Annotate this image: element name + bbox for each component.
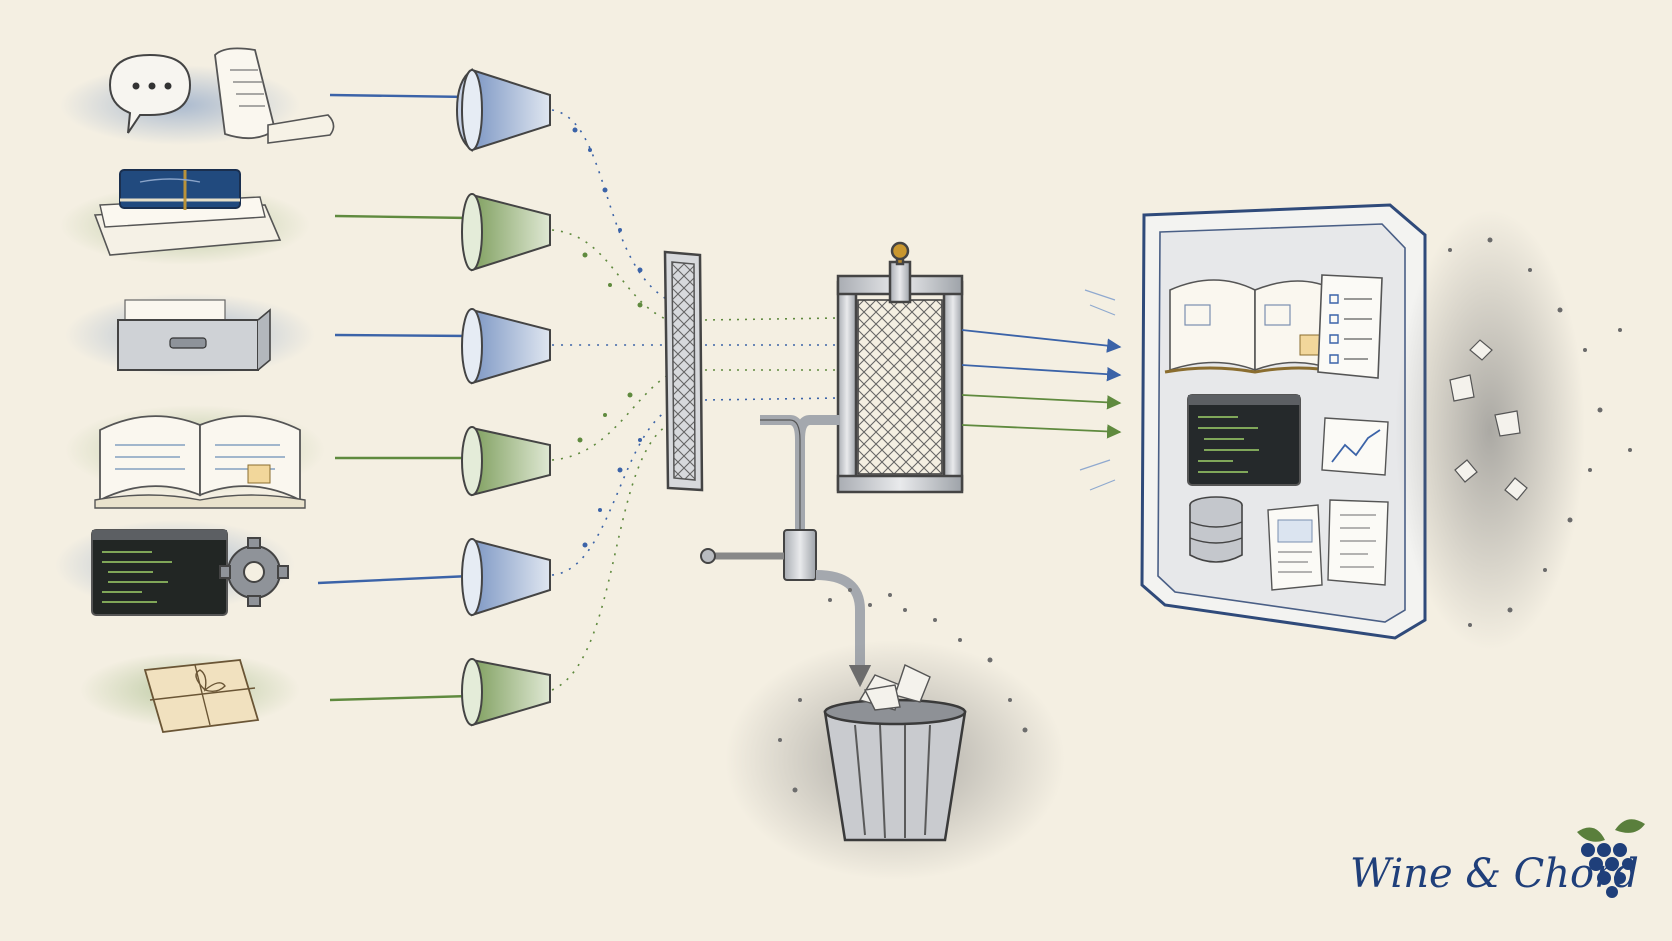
open-book-icon — [65, 405, 325, 509]
funnel-icon — [461, 193, 551, 272]
source-column — [55, 47, 335, 733]
pipe-valve-icon — [700, 415, 872, 688]
funnel-icon — [461, 658, 551, 727]
screen-to-press-lines — [704, 317, 839, 401]
press-to-board-arrows — [961, 289, 1122, 491]
knowledge-board-icon — [1140, 203, 1427, 640]
funnel-column — [455, 68, 551, 727]
particle-streams — [551, 109, 669, 691]
funnel-icon — [461, 426, 551, 497]
funnel-icon — [455, 68, 551, 152]
line-chart-icon — [1321, 417, 1389, 476]
brand-name: Wine & Chord — [1350, 851, 1639, 897]
document-icon — [1327, 499, 1389, 586]
funnel-icon — [461, 538, 551, 617]
mesh-screen-icon — [663, 250, 704, 492]
code-terminal-gear-icon — [55, 520, 295, 616]
book-stack-icon — [60, 169, 310, 265]
board-open-book-icon — [1164, 279, 1341, 374]
grape-cluster-icon — [1577, 819, 1645, 898]
intake-arrows — [317, 93, 471, 702]
brand-logo: Wine & Chord — [1350, 819, 1645, 898]
document-icon — [1267, 504, 1323, 591]
checklist-icon — [1317, 274, 1383, 379]
trash-bin-icon — [725, 588, 1065, 880]
funnel-icon — [461, 308, 551, 385]
speech-bubble-scroll-icon — [60, 47, 335, 145]
press-filter-icon — [836, 241, 964, 494]
parcel-icon — [80, 652, 300, 733]
database-icon — [1189, 496, 1243, 563]
board-terminal-icon — [1187, 394, 1301, 486]
file-box-icon — [65, 293, 315, 377]
particle-cloud — [1395, 210, 1632, 650]
